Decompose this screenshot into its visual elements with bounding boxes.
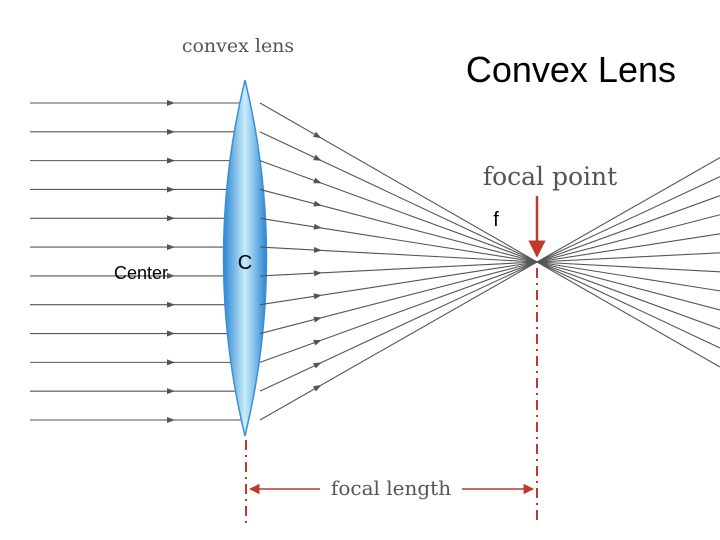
refracted-ray-arrowhead (313, 339, 322, 346)
refracted-ray-arrowhead (313, 384, 322, 392)
refracted-ray-arrowhead (313, 177, 322, 184)
incoming-ray-arrowhead (167, 301, 175, 308)
incoming-ray-arrowhead (167, 215, 175, 222)
incoming-ray-arrowhead (167, 100, 175, 106)
center-label: Center (114, 263, 168, 283)
refracted-ray (259, 217, 720, 292)
refracted-ray (259, 195, 720, 363)
incoming-ray-arrowhead (167, 157, 175, 164)
lens-label: convex lens (182, 35, 294, 57)
incoming-parallel-rays (30, 100, 245, 423)
refracted-ray-arrowhead (313, 200, 322, 207)
refracted-ray-arrowhead (313, 316, 322, 323)
lens-shape (222, 79, 268, 437)
refracted-ray-arrowhead (313, 293, 322, 300)
incoming-ray-arrowhead (167, 244, 175, 251)
incoming-ray-arrowhead (167, 272, 175, 279)
refracted-ray (259, 252, 720, 277)
refracted-ray-arrowhead (313, 154, 322, 161)
incoming-ray-arrowhead (167, 186, 175, 193)
refracted-ray (259, 102, 720, 368)
slide-title: Convex Lens (466, 49, 676, 90)
incoming-ray-arrowhead (167, 359, 175, 366)
refracted-ray-arrowhead (313, 223, 322, 230)
incoming-ray-arrowhead (167, 330, 175, 337)
incoming-ray-arrowhead (167, 128, 175, 135)
refracted-ray (259, 188, 720, 311)
focal-point-marker-label: f (493, 209, 499, 231)
incoming-ray-arrowhead (167, 417, 175, 423)
refracted-ray (259, 157, 720, 421)
refracted-ray-arrowhead (313, 131, 322, 139)
refracted-ray (259, 176, 720, 392)
focal-length-label: focal length (331, 476, 451, 500)
refracted-ray-arrowhead (313, 270, 322, 277)
refracted-ray (259, 246, 720, 273)
center-marker-label: C (238, 252, 252, 274)
refracted-ray-arrowhead (313, 362, 322, 369)
incoming-ray-arrowhead (167, 388, 175, 395)
refracted-rays (259, 102, 720, 421)
focal-point-label: focal point (483, 162, 617, 191)
refracted-ray-arrowhead (313, 247, 322, 253)
